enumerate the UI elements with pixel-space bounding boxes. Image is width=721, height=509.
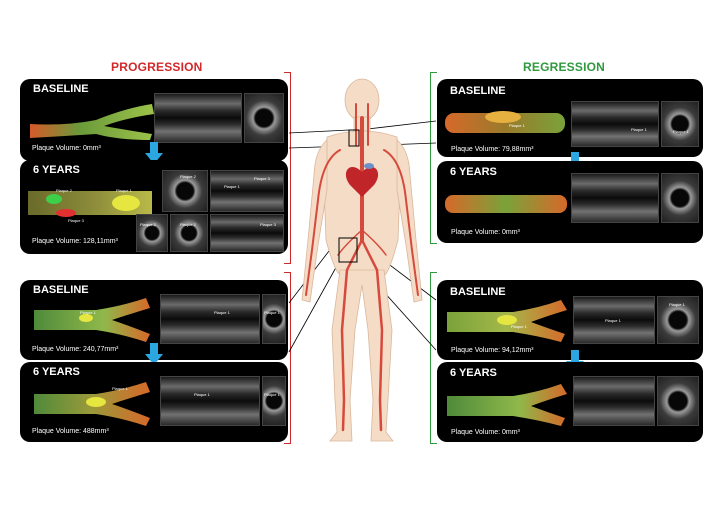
ultrasound-longitudinal [160,294,260,344]
regression-femoral-6years-panel: 6 YEARS Plaque Volume: 0mm³ [437,362,703,442]
ultrasound-longitudinal [571,173,659,223]
plaque-label: Plaque 2 [180,222,196,227]
stage-label: 6 YEARS [450,166,497,178]
stage-label: BASELINE [33,83,89,95]
plaque-label: Plaque 1 [631,127,647,132]
plaque-label: Plaque 1 [511,324,527,329]
regression-carotid-bracket [430,72,437,244]
progression-carotid-6years-panel: 6 YEARS Plaque 2 Plaque 1 Plaque 3 Plaqu… [20,160,288,254]
ultrasound-longitudinal [160,376,260,426]
artery-3d-model [445,111,565,133]
artery-3d-model [447,384,567,426]
plaque-label: Plaque 3 [68,218,84,223]
plaque-volume: Plaque Volume: 128,11mm³ [32,238,118,245]
regression-femoral-bracket [430,272,437,444]
plaque-label: Plaque 1 [116,188,132,193]
plaque-label: Plaque 1 [214,310,230,315]
stage-label: BASELINE [33,284,89,296]
stage-label: 6 YEARS [33,366,80,378]
plaque-volume: Plaque Volume: 0mm³ [32,145,101,152]
plaque-volume: Plaque Volume: 0mm³ [451,229,520,236]
progression-carotid-arrow [145,142,163,164]
heart-icon [345,163,379,197]
artery-3d-model [447,300,567,342]
plaque-volume: Plaque Volume: 0mm³ [451,429,520,436]
regression-heading: REGRESSION [523,60,606,74]
stage-label: 6 YEARS [450,367,497,379]
artery-3d-model [34,298,150,342]
plaque-label: Plaque 1 [669,302,685,307]
ultrasound-cross-section [661,101,699,147]
artery-3d-model [30,104,154,140]
ultrasound-cross-section [244,93,284,143]
ultrasound-longitudinal [573,376,655,426]
plaque-label: Plaque 1 [264,310,280,315]
plaque-label: Plaque 1 [112,386,128,391]
ultrasound-cross-section [162,170,208,212]
plaque-label: Plaque 1 [224,184,240,189]
carotid-zoom-box [348,129,360,147]
plaque-volume: Plaque Volume: 79,88mm³ [451,146,534,153]
regression-carotid-baseline-panel: BASELINE Plaque 1 Plaque 1 Plaque 1 Plaq… [437,79,703,157]
stage-label: BASELINE [450,286,506,298]
plaque-volume: Plaque Volume: 94,12mm³ [451,347,534,354]
artery-3d-model [445,195,567,213]
ultrasound-cross-section [657,376,699,426]
plaque-label: Plaque 1 [80,310,96,315]
artery-3d-model [34,382,150,426]
plaque-label: Plaque 3 [254,176,270,181]
ultrasound-cross-section [657,296,699,344]
plaque-label: Plaque 1 [194,392,210,397]
ultrasound-longitudinal [210,214,284,252]
progression-heading: PROGRESSION [111,60,203,74]
ultrasound-longitudinal [154,93,242,143]
regression-carotid-6years-panel: 6 YEARS Plaque Volume: 0mm³ [437,161,703,243]
ultrasound-longitudinal [571,101,659,147]
plaque-volume: Plaque Volume: 488mm³ [32,428,109,435]
ultrasound-cross-section [262,294,286,344]
plaque-volume: Plaque Volume: 240,77mm³ [32,346,119,353]
plaque-label: Plaque 1 [509,123,525,128]
ultrasound-cross-section [170,214,208,252]
ultrasound-cross-section [262,376,286,426]
artery-3d-model [28,191,152,217]
progression-carotid-bracket [284,72,291,264]
ultrasound-cross-section [661,173,699,223]
ultrasound-longitudinal [210,170,284,212]
regression-femoral-baseline-panel: BASELINE Plaque 1 Plaque 1 Plaque 1 Plaq… [437,280,703,360]
plaque-label: Plaque 1 [605,318,621,323]
stage-label: 6 YEARS [33,164,80,176]
progression-femoral-bracket [284,272,291,444]
plaque-label: Plaque 2 [56,188,72,193]
plaque-label: Plaque 3 [260,222,276,227]
stage-label: BASELINE [450,85,506,97]
progression-femoral-arrow [145,343,163,365]
plaque-label: Plaque 2 [180,174,196,179]
ultrasound-longitudinal [573,296,655,344]
plaque-label: Plaque 1 [673,129,689,134]
plaque-label: Plaque 2 [140,222,156,227]
progression-femoral-6years-panel: 6 YEARS Plaque 1 Plaque 1 Plaque 1 Plaqu… [20,362,288,442]
ultrasound-cross-section [136,214,168,252]
plaque-label: Plaque 1 [264,392,280,397]
femoral-zoom-box [338,237,358,263]
